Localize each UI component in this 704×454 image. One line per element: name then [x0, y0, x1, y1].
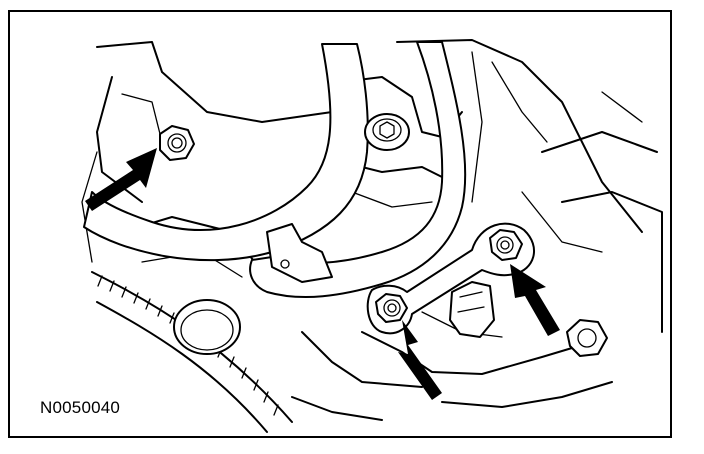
bolt-lower — [375, 293, 408, 323]
heat-shield-tube — [83, 41, 467, 299]
sensor-connector — [449, 281, 495, 338]
bolt-right — [489, 229, 523, 261]
bolt-upper-left — [159, 125, 195, 161]
socket-head-bolt — [364, 113, 410, 151]
arrow-lower-center — [398, 320, 442, 400]
arrow-upper-left — [85, 148, 157, 211]
indicator-arrows — [85, 148, 560, 400]
round-plug — [173, 299, 241, 355]
engine-illustration — [81, 39, 663, 433]
figure-frame: N0050040 — [8, 10, 672, 438]
bracket-clip — [266, 223, 333, 283]
arrow-right — [510, 264, 560, 336]
figure-id-label: N0050040 — [40, 398, 121, 417]
hex-nut — [566, 319, 608, 357]
